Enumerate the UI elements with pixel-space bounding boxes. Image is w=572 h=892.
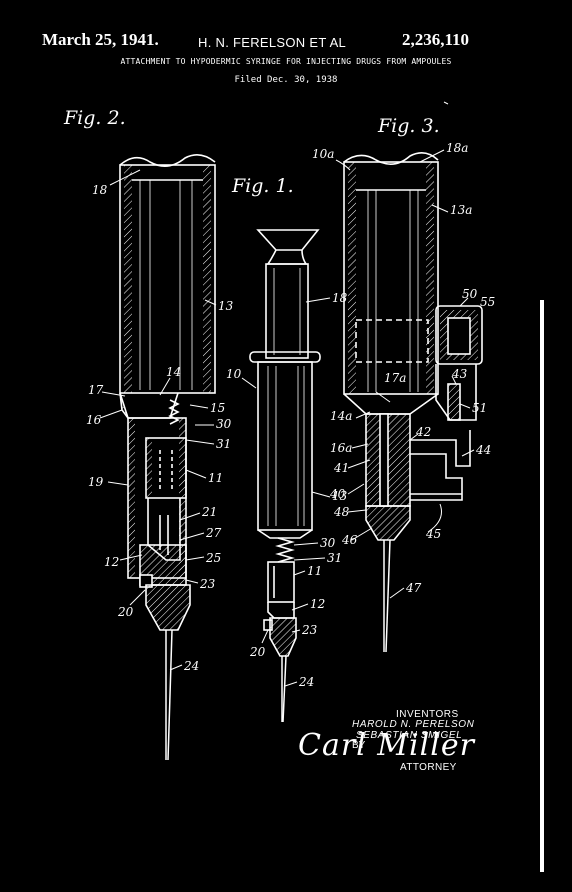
fig2-ref: 14 (166, 365, 181, 379)
figure-2 (99, 154, 217, 761)
fig1-ref: 30 (320, 536, 336, 550)
fig1-reference-numerals: 10 18 13 30 31 11 12 23 20 24 (226, 291, 348, 689)
fig2-ref: 13 (218, 299, 234, 313)
fig3-ref: 43 (451, 367, 468, 381)
fig2-ref: 12 (104, 555, 119, 569)
patent-date: March 25, 1941. (42, 30, 159, 49)
fig2-reference-numerals: 18 13 14 17 16 15 30 31 19 11 21 27 12 2… (86, 183, 234, 673)
fig1-ref: 11 (307, 564, 322, 578)
fig1-ref: 24 (298, 675, 314, 689)
inventor-name-1: HAROLD N. PERELSON (352, 719, 475, 730)
attorney-signature: Carl Miller (298, 728, 475, 763)
fig3-ref: 47 (405, 581, 422, 595)
fig1-ref: 31 (327, 551, 342, 565)
fig2-ref: 24 (183, 659, 199, 673)
fig3-ref: 55 (480, 295, 495, 309)
fig3-ref: 48 (333, 505, 350, 519)
fig3-ref: 41 (333, 461, 349, 475)
fig2-ref: 11 (208, 471, 223, 485)
fig2-ref: 23 (199, 577, 216, 591)
fig3-ref: 44 (475, 443, 491, 457)
fig2-ref: 27 (205, 526, 222, 540)
fig2-ref: 25 (205, 551, 221, 565)
patent-title: ATTACHMENT TO HYPODERMIC SYRINGE FOR INJ… (120, 57, 452, 66)
fig3-ref: 46 (341, 533, 358, 547)
figure-1 (241, 229, 331, 723)
fig3-ref: 10a (312, 147, 334, 161)
fig1-ref: 13 (332, 489, 348, 503)
fig3-ref: 45 (425, 527, 441, 541)
fig2-ref: 19 (88, 475, 104, 489)
by-label: BY (352, 740, 366, 751)
fig1-ref: 12 (310, 597, 325, 611)
scan-edge-line (540, 300, 544, 872)
inventor-header: H. N. FERELSON ET AL (198, 35, 347, 50)
fig3-ref: 16a (330, 441, 352, 455)
fig2-ref: 17 (88, 383, 104, 397)
fig2-ref: 20 (117, 605, 134, 619)
fig2-ref: 31 (216, 437, 231, 451)
fig3-ref: 18a (446, 141, 468, 155)
filed-date: Filed Dec. 30, 1938 (234, 75, 338, 85)
fig1-ref: 23 (301, 623, 318, 637)
fig1-ref: 18 (332, 291, 348, 305)
inventors-heading: INVENTORS (396, 709, 459, 720)
fig2-ref: 16 (86, 413, 102, 427)
fig3-ref: 13a (450, 203, 472, 217)
fig3-ref: 50 (462, 287, 478, 301)
attorney-label: ATTORNEY (400, 762, 457, 773)
patent-number: 2,236,110 (402, 30, 470, 49)
fig2-ref: 30 (216, 417, 232, 431)
fig3-reference-numerals: 10a 18a 13a 50 55 17a 43 14a 51 42 16a 4… (312, 141, 495, 595)
fig2-ref: 21 (201, 505, 217, 519)
fig3-label: Fig. 3. (377, 115, 440, 137)
fig3-ref: 40 (329, 487, 346, 501)
fig2-ref: 15 (210, 401, 225, 415)
fig3-ref: 51 (472, 401, 487, 415)
figure-3 (335, 101, 483, 653)
inventor-name-2: SEBASTIAN SMIGEL (356, 730, 463, 741)
fig3-ref: 42 (415, 425, 431, 439)
fig1-ref: 20 (249, 645, 266, 659)
fig3-ref: 14a (330, 409, 352, 423)
fig2-ref: 18 (92, 183, 108, 197)
fig1-ref: 10 (226, 367, 242, 381)
fig3-ref: 17a (384, 371, 406, 385)
fig2-label: Fig. 2. (63, 107, 126, 129)
fig1-label: Fig. 1. (231, 175, 294, 197)
